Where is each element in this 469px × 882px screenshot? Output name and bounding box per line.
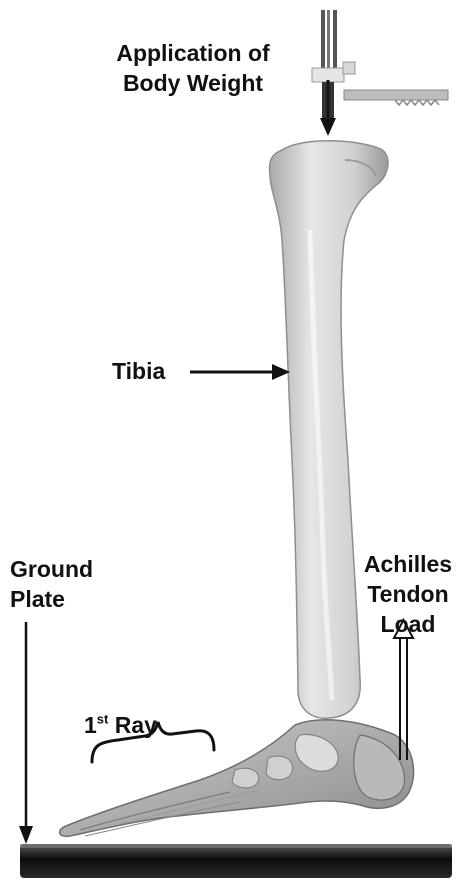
achilles-label-line3: Load (348, 609, 468, 639)
ground-plate-arrow (19, 622, 33, 844)
tibia-arrow (190, 364, 290, 380)
ground-plate (20, 844, 452, 878)
achilles-label-line2: Tendon (348, 579, 468, 609)
first-ray-number: 1 (84, 712, 97, 738)
ground-label-line1: Ground (10, 554, 93, 584)
first-ray-label: 1st Ray (84, 710, 157, 740)
application-of-body-weight-label: Application of Body Weight (88, 38, 298, 98)
achilles-tendon-load-label: Achilles Tendon Load (348, 549, 468, 639)
application-label-line1: Application of (88, 38, 298, 68)
tibia-label: Tibia (112, 356, 165, 386)
application-label-line2: Body Weight (88, 68, 298, 98)
achilles-label-line1: Achilles (348, 549, 468, 579)
first-ray-word: Ray (115, 712, 157, 738)
ground-plate-label: Ground Plate (10, 554, 93, 614)
ground-label-line2: Plate (10, 584, 93, 614)
loading-fixture (312, 10, 448, 122)
first-ray-suffix: st (97, 711, 109, 726)
